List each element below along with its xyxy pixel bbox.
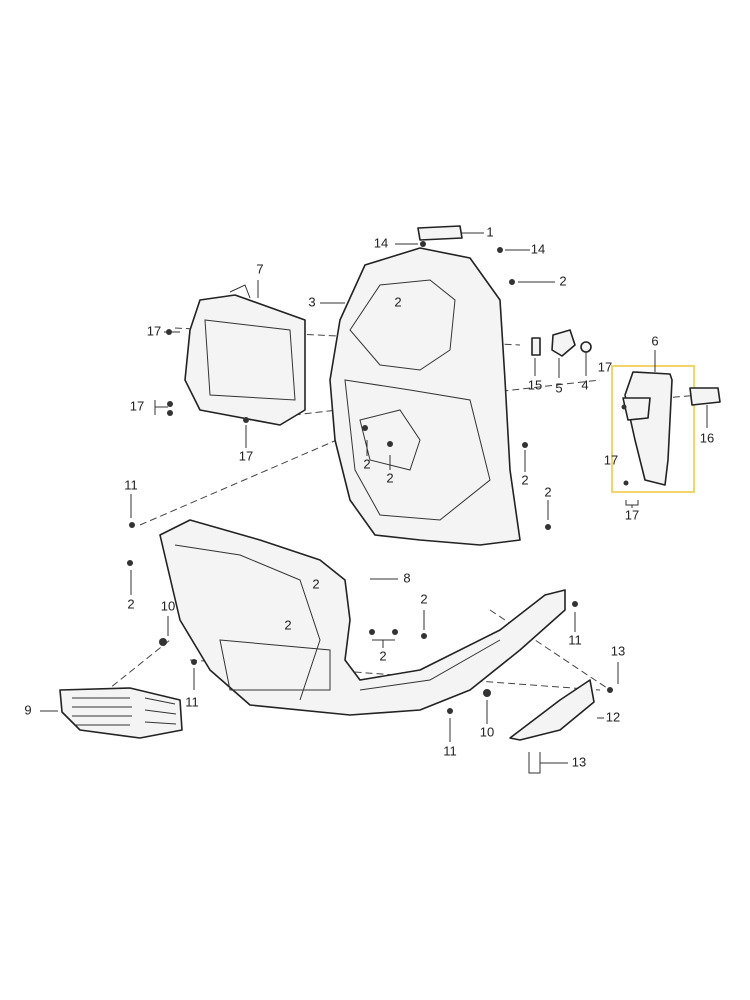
part-9-grille[interactable] [59, 687, 183, 739]
callout-13: 13 [572, 754, 586, 769]
callout-4: 4 [581, 377, 588, 392]
callout-2: 2 [379, 648, 386, 663]
callout-7: 7 [256, 261, 263, 276]
callout-13: 13 [611, 643, 625, 658]
callout-11: 11 [124, 477, 138, 492]
callout-2: 2 [394, 294, 401, 309]
callout-2: 2 [284, 617, 291, 632]
callout-11: 11 [443, 743, 457, 758]
part-7-glove-box-bracket[interactable] [184, 284, 306, 426]
callout-5: 5 [555, 380, 562, 395]
callout-2: 2 [559, 273, 566, 288]
callout-15: 15 [528, 377, 542, 392]
part-1-cover[interactable] [417, 225, 463, 241]
part-4-screw[interactable] [580, 341, 592, 353]
callout-10: 10 [480, 724, 494, 739]
callout-3: 3 [308, 294, 315, 309]
callout-2: 2 [386, 470, 393, 485]
callout-17: 17 [147, 323, 161, 338]
part-12-side-cover[interactable] [509, 679, 595, 741]
callout-2: 2 [363, 456, 370, 471]
callout-11: 11 [568, 632, 582, 647]
callout-6: 6 [651, 333, 658, 348]
callout-12: 12 [606, 709, 620, 724]
callout-17: 17 [604, 452, 618, 467]
callout-2: 2 [521, 472, 528, 487]
callout-11: 11 [185, 694, 199, 709]
leader-lines [40, 232, 708, 774]
callout-2: 2 [127, 596, 134, 611]
part-16-clip[interactable] [689, 387, 721, 406]
part-5-lock[interactable] [551, 329, 576, 357]
callout-1: 1 [486, 224, 493, 239]
callout-16: 16 [700, 430, 714, 445]
callout-2: 2 [312, 576, 319, 591]
callout-10: 10 [161, 598, 175, 613]
callout-14: 14 [531, 241, 545, 256]
callout-17: 17 [239, 448, 253, 463]
callout-9: 9 [24, 702, 31, 717]
callout-2: 2 [544, 484, 551, 499]
part-6-side-bracket[interactable] [622, 371, 673, 486]
callout-14: 14 [374, 235, 388, 250]
part-8-floor-panel[interactable] [159, 519, 566, 716]
highlight-box [611, 365, 695, 493]
callout-labels: 1 14 14 2 3 2 7 17 17 17 15 5 4 17 6 16 … [24, 224, 714, 769]
part-15-spring[interactable] [531, 337, 541, 356]
callout-17: 17 [625, 507, 639, 522]
callout-2: 2 [420, 591, 427, 606]
part-3-inner-leg-shield[interactable] [329, 247, 521, 546]
callout-17: 17 [598, 359, 612, 374]
callout-8: 8 [403, 570, 410, 585]
callout-17: 17 [130, 398, 144, 413]
